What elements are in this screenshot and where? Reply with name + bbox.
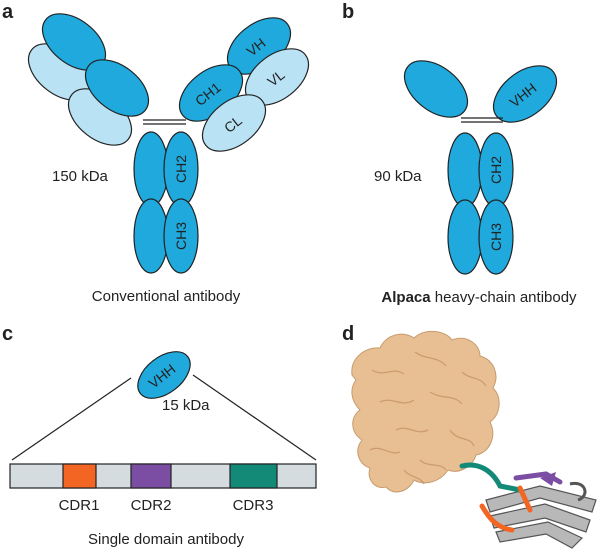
zoom-line-right (192, 374, 317, 461)
cdr2-segment (130, 463, 172, 489)
caption-bold: Alpaca (381, 289, 431, 306)
nanobody-ribbon (459, 462, 597, 549)
left-vhh-domain (403, 60, 469, 118)
panel-d: d (342, 323, 597, 549)
ribbon-loop (569, 481, 587, 502)
panel-c: c VHH 15 kDa CDR1 CDR2 CDR3 Single domai… (2, 323, 317, 548)
panel-a-caption: Conventional antibody (92, 288, 241, 305)
cdr2-label: CDR2 (131, 497, 172, 514)
right-fab-arm: VH VL CH1 CL (178, 17, 310, 152)
ch3-label-b: CH3 (488, 223, 504, 251)
panel-c-letter: c (2, 323, 13, 345)
cdr1-label: CDR1 (59, 497, 100, 514)
right-cl-domain (201, 94, 267, 152)
surface-texture (369, 351, 487, 485)
fc-region: CH2 CH3 (133, 131, 199, 274)
left-ch1-domain (84, 59, 150, 117)
panel-b-letter: b (342, 1, 354, 23)
cdr3-loop (459, 462, 523, 493)
cdr1-segment (62, 463, 97, 489)
cdr3-label: CDR3 (233, 497, 274, 514)
right-ch3-domain (163, 198, 199, 274)
hinge-disulfide-b (461, 117, 503, 123)
panel-b: b VHH CH2 CH3 90 kDa Alpaca heavy-chain … (342, 1, 577, 306)
panel-b-mass: 90 kDa (374, 168, 422, 185)
panel-c-caption: Single domain antibody (88, 531, 244, 548)
right-ch3-domain-b (478, 199, 514, 275)
panel-a: a VH VL CH1 CL CH2 CH3 (2, 1, 310, 305)
ch3-label: CH3 (173, 222, 189, 250)
panel-a-mass: 150 kDa (52, 168, 109, 185)
panel-c-mass: 15 kDa (162, 397, 210, 414)
ch2-label: CH2 (173, 155, 189, 183)
right-vhh-domain (492, 65, 558, 123)
vhh-domain (137, 351, 191, 399)
left-fab-arm (27, 13, 150, 146)
zoom-line-left (11, 377, 132, 461)
ch2-label-b: CH2 (488, 156, 504, 184)
panel-a-letter: a (2, 1, 14, 23)
cdr3-segment (229, 463, 278, 489)
cdr2-loop (513, 471, 563, 485)
left-ch2-domain (133, 131, 169, 207)
sequence-bar (9, 463, 317, 489)
panel-d-letter: d (342, 323, 354, 345)
left-ch3-domain-b (447, 199, 483, 275)
panel-b-caption: Alpaca heavy-chain antibody (381, 289, 577, 306)
caption-rest: heavy-chain antibody (431, 289, 577, 306)
left-ch3-domain (133, 198, 169, 274)
cdr2-arrow (540, 472, 556, 486)
left-ch2-domain-b (447, 132, 483, 208)
hinge-disulfide (143, 119, 186, 125)
cdr1-loop (479, 485, 533, 533)
beta-sheet-strands (485, 485, 597, 549)
